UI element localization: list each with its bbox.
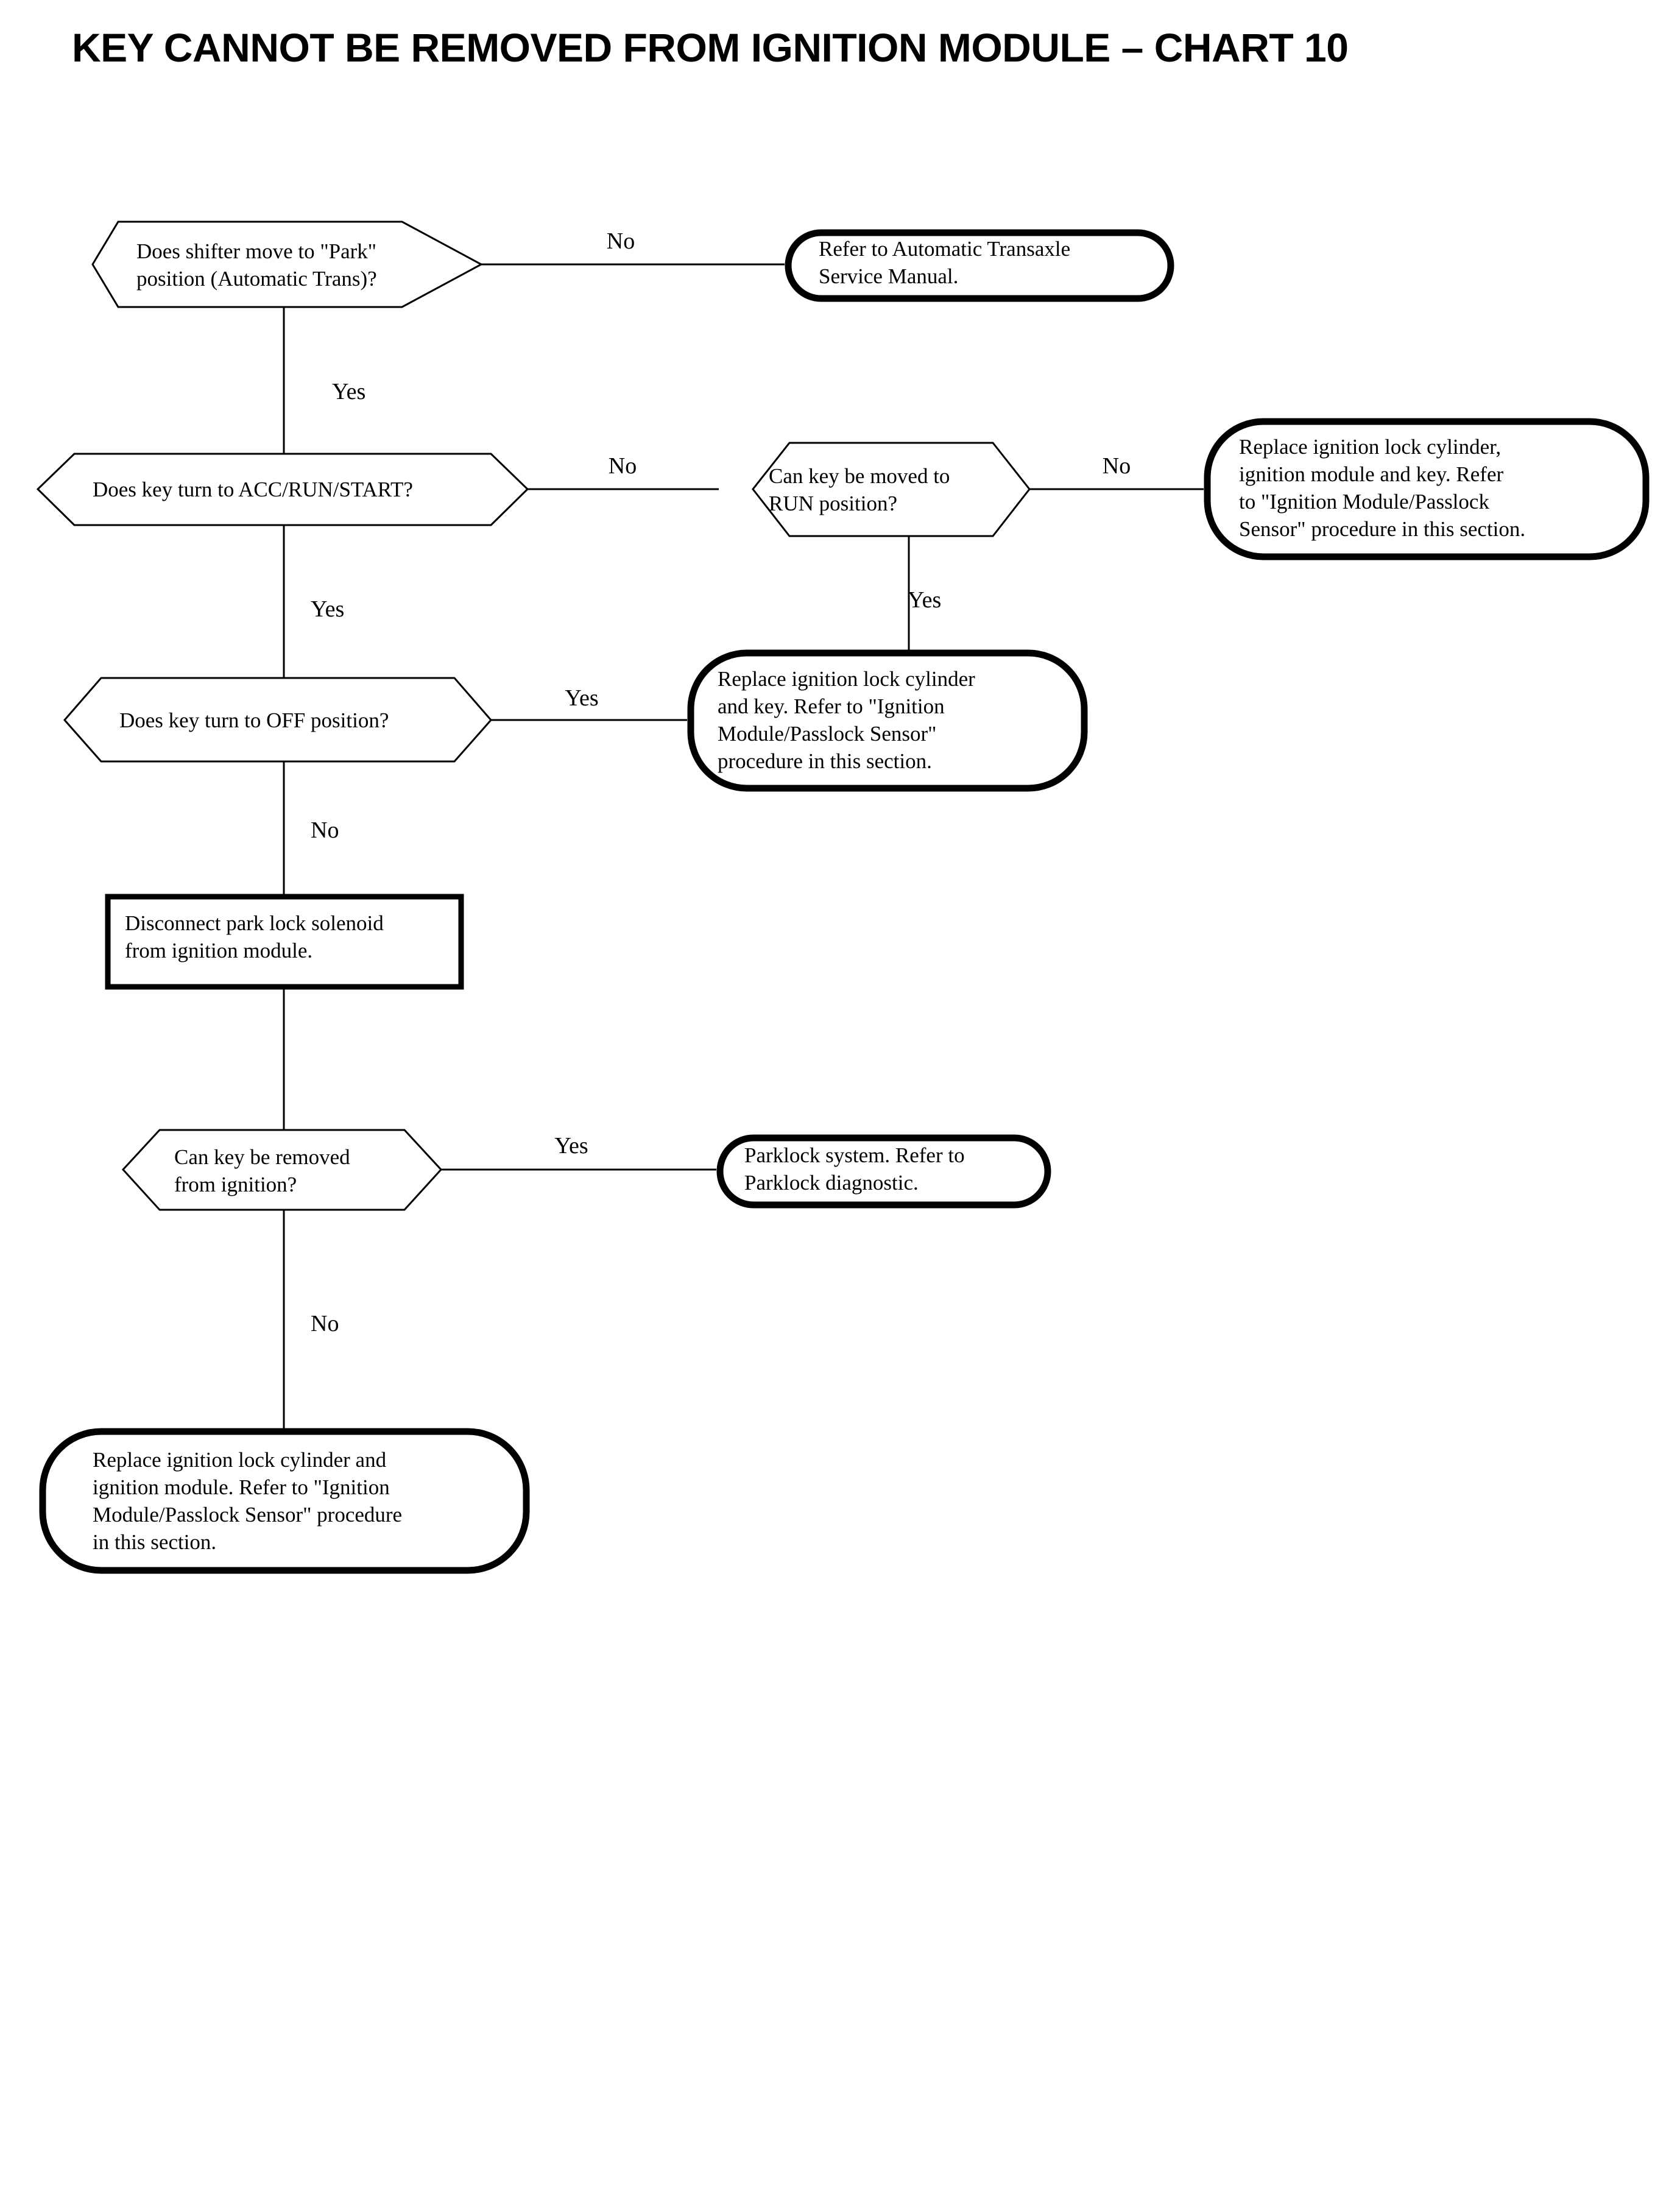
edge-label-layer: No Yes No No Yes Yes Yes No Yes No bbox=[311, 228, 1131, 1336]
hexagon-shape bbox=[63, 677, 492, 763]
node-text: Replace ignition lock cylinder and ignit… bbox=[93, 1448, 408, 1554]
node-refer-automatic-transaxle[interactable]: Refer to Automatic Transaxle Service Man… bbox=[785, 229, 1174, 302]
edge-label-n3-no: No bbox=[609, 453, 637, 479]
edge-label-n1-yes: Yes bbox=[332, 379, 365, 404]
node-disconnect-park-lock-solenoid[interactable]: Disconnect park lock solenoid from ignit… bbox=[105, 894, 464, 990]
node-text: Replace ignition lock cylinder and key. … bbox=[718, 667, 981, 773]
edge-label-n1-no: No bbox=[607, 228, 635, 254]
node-can-key-be-removed-from-ignition[interactable]: Can key be removed from ignition? bbox=[121, 1129, 443, 1211]
stadium-shape bbox=[716, 1134, 1051, 1209]
stadium-shape bbox=[785, 229, 1174, 302]
node-replace-cylinder-module-key[interactable]: Replace ignition lock cylinder, ignition… bbox=[1204, 418, 1650, 560]
node-text: Replace ignition lock cylinder, ignition… bbox=[1239, 435, 1525, 541]
node-text: Does key turn to OFF position? bbox=[119, 708, 389, 732]
edge-label-n3-yes: Yes bbox=[311, 596, 344, 622]
connector-layer bbox=[283, 263, 1204, 1432]
edge-label-n9-no: No bbox=[311, 1311, 339, 1336]
hexagon-shape bbox=[36, 453, 529, 526]
stadium-shape bbox=[1204, 418, 1650, 560]
node-text: Can key be moved to RUN position? bbox=[769, 464, 955, 515]
node-parklock-system[interactable]: Parklock system. Refer to Parklock diagn… bbox=[716, 1134, 1051, 1209]
node-text: Refer to Automatic Transaxle Service Man… bbox=[819, 237, 1076, 288]
node-can-key-be-moved-to-run[interactable]: Can key be moved to RUN position? bbox=[752, 442, 1031, 537]
node-text: Does shifter move to "Park" position (Au… bbox=[136, 239, 382, 291]
edge-label-n7-no: No bbox=[311, 817, 339, 843]
node-text: Does key turn to ACC/RUN/START? bbox=[93, 478, 413, 501]
hexagon-shape bbox=[91, 221, 484, 308]
edge-label-n9-yes: Yes bbox=[554, 1133, 588, 1159]
rectangle-shape bbox=[105, 894, 464, 990]
node-text: Can key be removed from ignition? bbox=[174, 1145, 355, 1196]
node-does-shifter-move-to-park[interactable]: Does shifter move to "Park" position (Au… bbox=[91, 221, 484, 308]
edge-label-n7-yes: Yes bbox=[565, 685, 598, 711]
edge-label-n4-yes: Yes bbox=[908, 587, 941, 613]
node-replace-cylinder-and-module[interactable]: Replace ignition lock cylinder and ignit… bbox=[39, 1428, 530, 1574]
node-does-key-turn-acc-run-start[interactable]: Does key turn to ACC/RUN/START? bbox=[36, 453, 529, 526]
page-title: KEY CANNOT BE REMOVED FROM IGNITION MODU… bbox=[72, 25, 1349, 70]
hexagon-shape bbox=[752, 442, 1031, 537]
node-text: Disconnect park lock solenoid from ignit… bbox=[125, 911, 389, 962]
node-replace-cylinder-and-key[interactable]: Replace ignition lock cylinder and key. … bbox=[687, 649, 1088, 792]
stadium-shape bbox=[39, 1428, 530, 1574]
stadium-shape bbox=[687, 649, 1088, 792]
node-does-key-turn-off-position[interactable]: Does key turn to OFF position? bbox=[63, 677, 492, 763]
edge-label-n4-no: No bbox=[1103, 453, 1131, 479]
hexagon-shape bbox=[121, 1129, 443, 1211]
node-text: Parklock system. Refer to Parklock diagn… bbox=[744, 1143, 970, 1195]
